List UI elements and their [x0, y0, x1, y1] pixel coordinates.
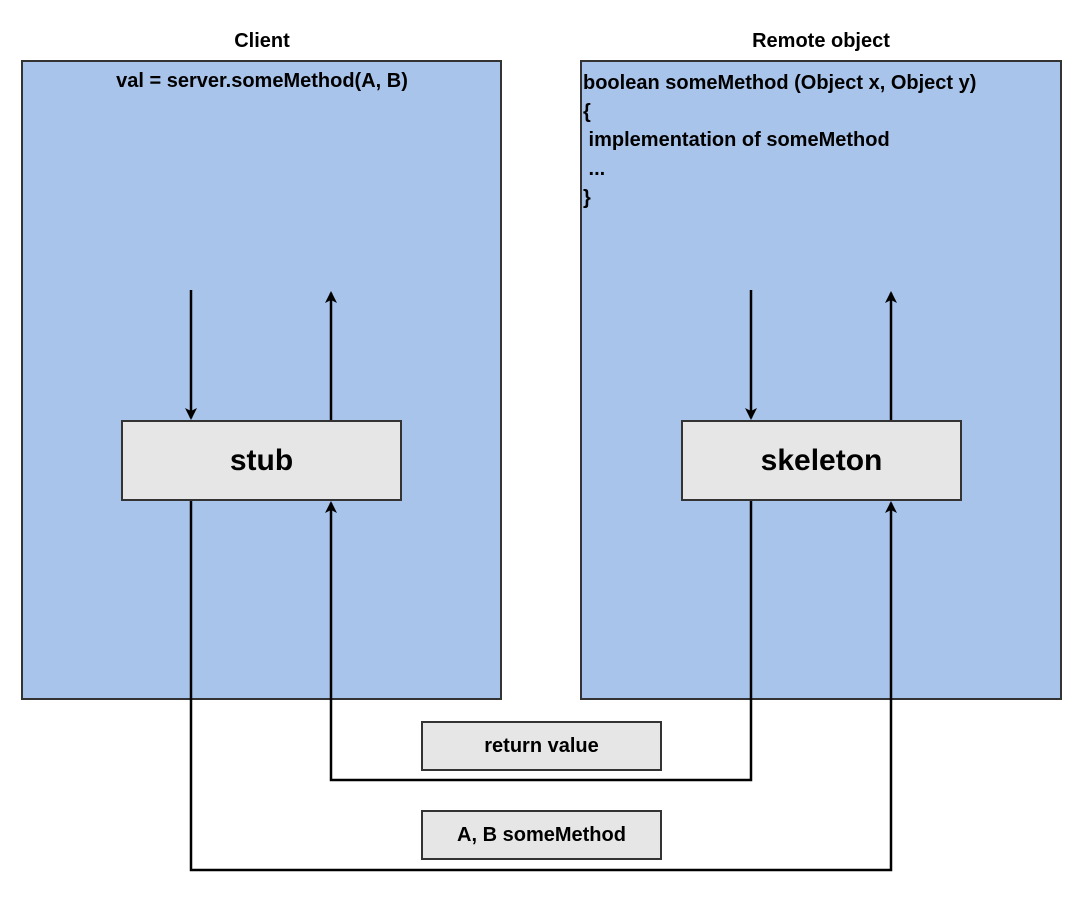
return-value-label: return value	[421, 721, 662, 771]
remote-object-panel	[580, 60, 1062, 700]
skeleton-box: skeleton	[681, 420, 962, 501]
client-call-text: val = server.someMethod(A, B)	[116, 70, 408, 92]
request-label: A, B someMethod	[421, 810, 662, 860]
request-connector	[189, 500, 897, 872]
remote-code-line-2: {	[583, 101, 591, 123]
remote-code-line-1: boolean someMethod (Object x, Object y)	[583, 72, 977, 94]
remote-object-header: Remote object	[752, 30, 890, 52]
remote-code-line-4: ...	[583, 158, 606, 180]
request-text: A, B someMethod	[457, 823, 626, 846]
skeleton-label: skeleton	[760, 443, 883, 477]
stub-box: stub	[121, 420, 402, 501]
return-value-text: return value	[484, 734, 599, 757]
remote-code-line-5: }	[583, 187, 591, 209]
stub-label: stub	[229, 443, 294, 477]
return-value-connector	[325, 500, 753, 782]
client-header: Client	[234, 30, 290, 52]
client-panel	[21, 60, 502, 700]
remote-code-line-3: implementation of someMethod	[583, 129, 890, 151]
